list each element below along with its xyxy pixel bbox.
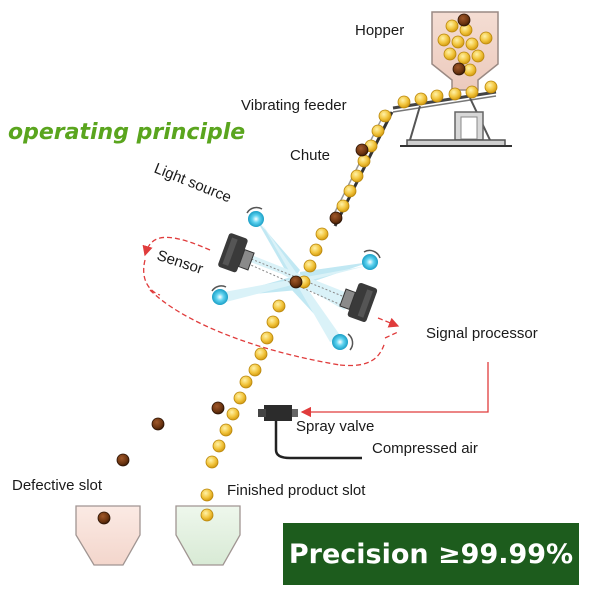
defective-bean bbox=[289, 275, 303, 289]
good-bean bbox=[437, 33, 451, 47]
good-bean bbox=[266, 315, 280, 329]
defective-bean bbox=[97, 511, 111, 525]
defective-bean bbox=[151, 417, 165, 431]
good-bean bbox=[272, 299, 286, 313]
camera-sensor-icon bbox=[218, 233, 255, 273]
spray-valve-icon bbox=[258, 405, 362, 460]
good-bean bbox=[226, 407, 240, 421]
defective-bean bbox=[355, 143, 369, 157]
good-bean bbox=[378, 109, 392, 123]
good-bean bbox=[465, 37, 479, 51]
light-source-icon bbox=[332, 333, 354, 351]
defective-slot-label: Defective slot bbox=[12, 477, 103, 494]
good-bean bbox=[451, 35, 465, 49]
good-bean bbox=[315, 227, 329, 241]
light-source-icon bbox=[211, 285, 228, 305]
good-bean bbox=[200, 508, 214, 522]
precision-badge: Precision ≥99.99% bbox=[283, 523, 579, 585]
compressed-air-label: Compressed air bbox=[372, 440, 478, 457]
spray-valve-label: Spray valve bbox=[296, 418, 375, 435]
good-bean bbox=[357, 154, 371, 168]
good-bean bbox=[448, 87, 462, 101]
good-bean bbox=[200, 488, 214, 502]
light-source-icon bbox=[362, 249, 381, 270]
good-bean bbox=[465, 85, 479, 99]
good-bean bbox=[484, 80, 498, 94]
good-bean bbox=[479, 31, 493, 45]
good-bean bbox=[309, 243, 323, 257]
vibrating-feeder bbox=[392, 90, 512, 147]
defective-bean bbox=[116, 453, 130, 467]
finished-product-slot-label: Finished product slot bbox=[227, 482, 366, 499]
good-bean bbox=[443, 47, 457, 61]
good-bean bbox=[248, 363, 262, 377]
good-bean bbox=[430, 89, 444, 103]
good-bean bbox=[371, 124, 385, 138]
good-bean bbox=[471, 49, 485, 63]
vibrating-feeder-label: Vibrating feeder bbox=[241, 97, 347, 114]
good-bean bbox=[343, 184, 357, 198]
defective-bean bbox=[211, 401, 225, 415]
finished-product-bin bbox=[175, 505, 241, 566]
good-bean bbox=[205, 455, 219, 469]
good-bean bbox=[239, 375, 253, 389]
good-bean bbox=[350, 169, 364, 183]
defective-bin bbox=[75, 505, 141, 566]
beans bbox=[97, 13, 498, 525]
good-bean bbox=[336, 199, 350, 213]
good-bean bbox=[233, 391, 247, 405]
signal-path bbox=[142, 236, 489, 418]
defective-bean bbox=[457, 13, 471, 27]
good-bean bbox=[445, 19, 459, 33]
camera-sensor-icon bbox=[339, 282, 378, 322]
defective-bean bbox=[329, 211, 343, 225]
good-bean bbox=[414, 92, 428, 106]
diagram-title: operating principle bbox=[8, 120, 246, 145]
chute-label: Chute bbox=[290, 147, 331, 164]
good-bean bbox=[457, 51, 471, 65]
light-source-icon bbox=[246, 206, 264, 227]
signal-processor-label: Signal processor bbox=[426, 325, 538, 342]
good-bean bbox=[260, 331, 274, 345]
hopper-label: Hopper bbox=[355, 22, 405, 39]
defective-bean bbox=[452, 62, 466, 76]
good-bean bbox=[212, 439, 226, 453]
good-bean bbox=[219, 423, 233, 437]
good-bean bbox=[397, 95, 411, 109]
good-bean bbox=[463, 63, 477, 77]
good-bean bbox=[303, 259, 317, 273]
good-bean bbox=[254, 347, 268, 361]
